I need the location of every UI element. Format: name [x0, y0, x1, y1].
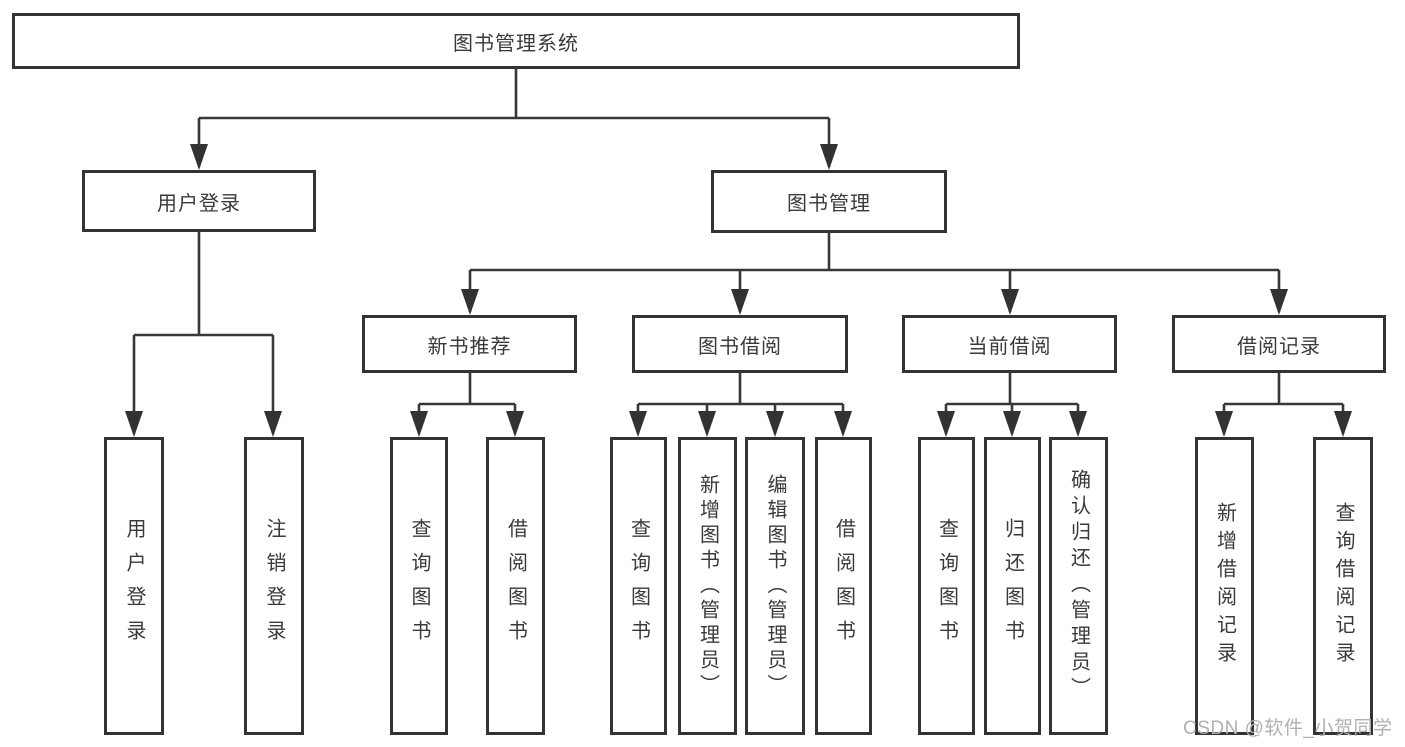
node-user-login: 用户登录 — [82, 170, 316, 232]
leaf-add-borrow-record: 新增借阅记录 — [1195, 437, 1254, 735]
leaf-query-books-current: 查询图书 — [918, 437, 975, 735]
arrowheads — [125, 144, 1352, 437]
csdn-watermark: CSDN @软件_小贺同学 — [1183, 718, 1393, 739]
leaf-return-books: 归还图书 — [984, 437, 1041, 735]
leaf-confirm-return-admin: 确认归还（管理员） — [1049, 437, 1108, 735]
node-borrowing-records: 借阅记录 — [1172, 315, 1386, 373]
node-current-borrowing: 当前借阅 — [902, 315, 1117, 373]
leaf-query-borrow-record: 查询借阅记录 — [1313, 437, 1373, 735]
node-new-book-recommendation: 新书推荐 — [362, 315, 577, 373]
leaf-edit-book-admin: 编辑图书（管理员） — [745, 437, 805, 735]
node-root-library-system: 图书管理系统 — [12, 13, 1020, 69]
node-book-borrowing: 图书借阅 — [632, 315, 848, 373]
leaf-query-books-borrow: 查询图书 — [610, 437, 667, 735]
leaf-borrow-books: 借阅图书 — [815, 437, 872, 735]
leaf-add-book-admin: 新增图书（管理员） — [678, 437, 737, 735]
leaf-borrow-books-recommend: 借阅图书 — [486, 437, 545, 735]
leaf-logout: 注销登录 — [244, 437, 304, 735]
leaf-user-login: 用户登录 — [104, 437, 164, 735]
leaf-query-books-recommend: 查询图书 — [390, 437, 448, 735]
connector-strokes — [132, 69, 1345, 434]
node-book-management: 图书管理 — [711, 170, 947, 233]
